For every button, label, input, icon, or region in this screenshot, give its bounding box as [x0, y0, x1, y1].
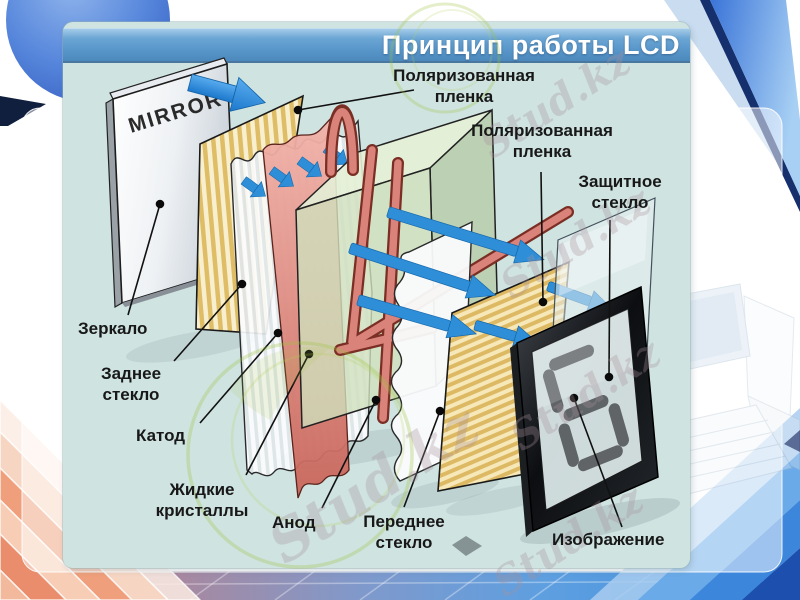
- label-liquid-crystals: Жидкие кристаллы: [155, 480, 249, 520]
- label-front-glass: Переднее стекло: [363, 512, 445, 552]
- label-image: Изображение: [552, 530, 665, 549]
- label-back-glass: Заднее стекло: [100, 364, 162, 404]
- label-protective-glass: Защитное стекло: [578, 172, 662, 212]
- label-polarized-film-2: Поляризованная пленка: [471, 121, 613, 161]
- label-mirror: Зеркало: [78, 319, 148, 338]
- display-unit: [452, 285, 659, 556]
- mirror-arrow-icon: [187, 73, 267, 112]
- seven-segment-digit-6: [542, 344, 630, 472]
- title-bar: Принцип работы LCD: [63, 28, 690, 63]
- label-anode: Анод: [272, 513, 316, 532]
- label-cathode: Катод: [136, 426, 186, 445]
- callout-dots: [155, 105, 614, 416]
- label-polarized-film-1: Поляризованная пленка: [393, 66, 535, 106]
- navy-wedge-decor: [0, 96, 46, 126]
- callout-lines: [127, 89, 623, 528]
- slide-title: Принцип работы LCD: [381, 29, 680, 60]
- light-arrows-long: [348, 206, 614, 348]
